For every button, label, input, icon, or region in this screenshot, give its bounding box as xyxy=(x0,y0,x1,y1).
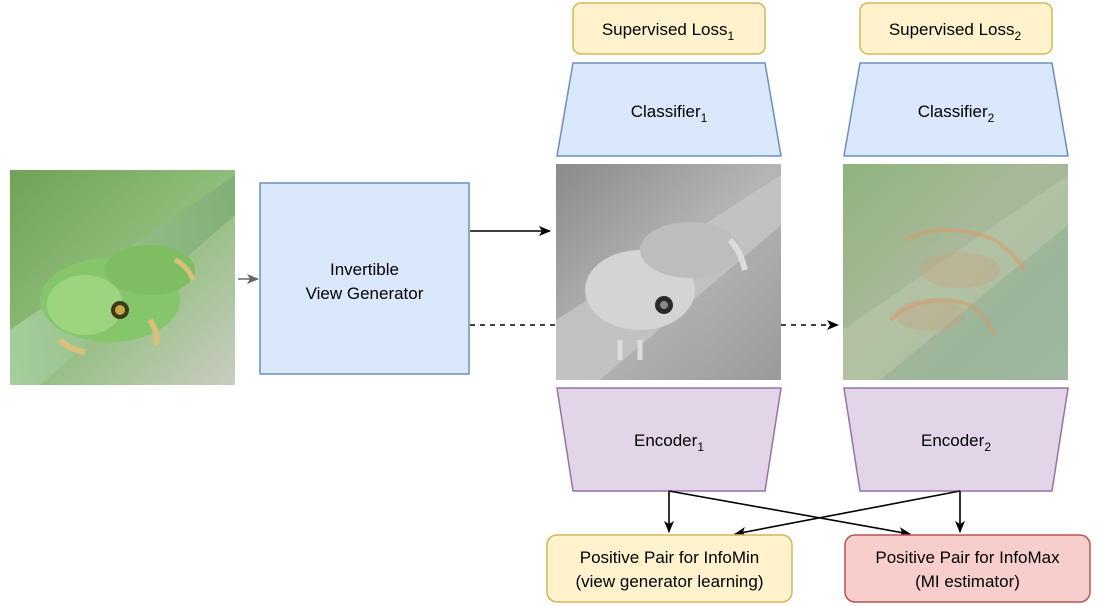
classifier-2-label: Classifier2 xyxy=(918,102,995,125)
supervised-loss-1-box: Supervised Loss1 xyxy=(572,2,766,55)
view-generator-label-line2: View Generator xyxy=(306,284,424,303)
encoder-1-label: Encoder1 xyxy=(634,431,704,454)
input-frog-image xyxy=(10,170,235,385)
encoder-2-label: Encoder2 xyxy=(921,431,991,454)
view-generator-box: Invertible View Generator xyxy=(259,182,470,375)
supervised-loss-1-label: Supervised Loss1 xyxy=(602,20,735,43)
infomax-pair-box: Positive Pair for InfoMax (MI estimator) xyxy=(844,534,1091,603)
encoder-2-shape: Encoder2 xyxy=(843,387,1069,492)
infomax-label-line2: (MI estimator) xyxy=(915,572,1020,591)
classifier-1-label: Classifier1 xyxy=(631,102,708,125)
view2-color-image xyxy=(843,164,1068,380)
arrow-encoder1-to-infomax xyxy=(668,490,911,537)
infomin-pair-box: Positive Pair for InfoMin (view generato… xyxy=(546,534,793,603)
encoder-1-shape: Encoder1 xyxy=(556,387,782,492)
infomin-label-line2: (view generator learning) xyxy=(575,572,763,591)
infomin-label-line1: Positive Pair for InfoMin xyxy=(580,548,760,567)
view-generator-label-line1: Invertible xyxy=(330,260,399,279)
infomax-label-line1: Positive Pair for InfoMax xyxy=(875,548,1060,567)
classifier-1-shape: Classifier1 xyxy=(556,62,782,157)
classifier-2-shape: Classifier2 xyxy=(843,62,1069,157)
arrow-encoder2-to-infomin xyxy=(734,490,961,537)
supervised-loss-2-label: Supervised Loss2 xyxy=(889,20,1022,43)
supervised-loss-2-box: Supervised Loss2 xyxy=(859,2,1053,55)
view1-grayscale-image xyxy=(556,164,781,380)
